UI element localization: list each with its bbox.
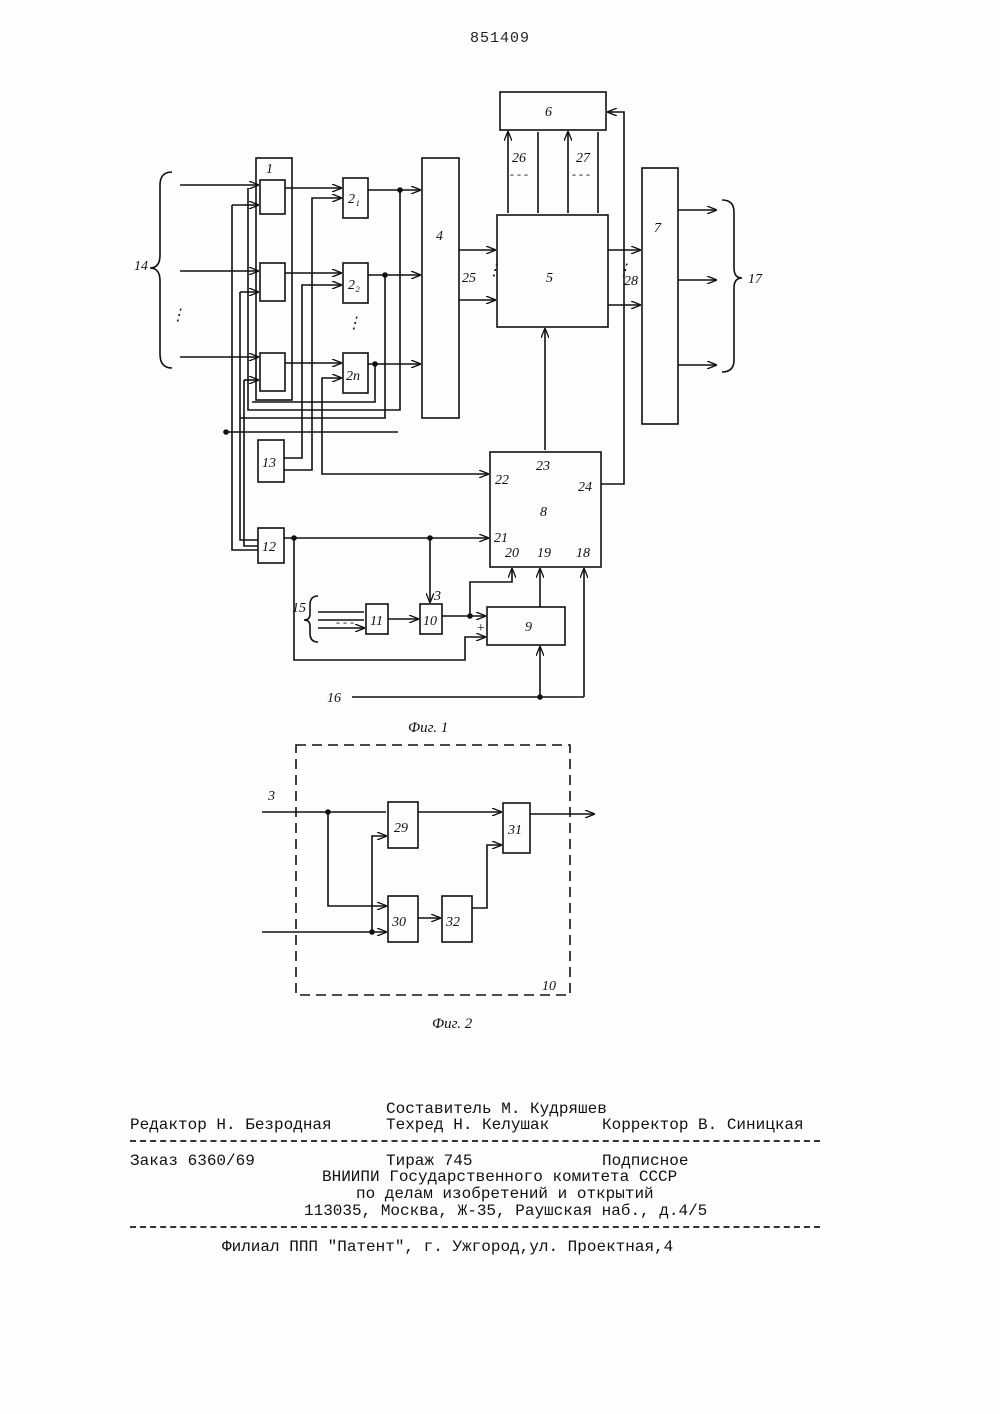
label-bus-27: 27 <box>576 151 591 166</box>
block-7 <box>642 168 678 424</box>
label-block-2-n: 2n <box>346 369 360 384</box>
label-port-23: 23 <box>536 459 550 474</box>
label-input-16: 16 <box>327 691 341 706</box>
label-port-20: 20 <box>505 546 519 561</box>
block-1-cell-2 <box>260 263 285 301</box>
divider-1 <box>130 1140 820 1142</box>
label-fig2-input-3: 3 <box>267 789 275 804</box>
label-block-2-2: 2₂ <box>348 278 360 293</box>
label-block-6: 6 <box>545 105 552 120</box>
label-block-7: 7 <box>654 221 662 236</box>
label-block-8: 8 <box>540 505 547 520</box>
label-port-24: 24 <box>578 480 592 495</box>
block-1-cell-n <box>260 353 285 391</box>
block-1-cell-1 <box>260 180 285 214</box>
label-bus-26: 26 <box>512 151 526 166</box>
label-block-30: 30 <box>391 915 406 930</box>
label-block-12: 12 <box>262 540 276 555</box>
fig2-frame-10 <box>296 745 570 995</box>
divider-2 <box>130 1226 820 1228</box>
label-block-2-1: 2₁ <box>348 192 360 207</box>
label-input-14: 14 <box>134 259 148 274</box>
imprint-techred: Техред Н. Келушак <box>386 1116 549 1134</box>
imprint-org2: по делам изобретений и открытий <box>356 1185 654 1203</box>
label-output-17: 17 <box>748 272 763 287</box>
dash-26: - - - <box>510 167 528 181</box>
ellipsis-25: ⋮ <box>486 262 502 279</box>
label-block-31: 31 <box>507 823 522 838</box>
block-6 <box>500 92 606 130</box>
block-diagram: ⋮ ⋮ ⋮ ⋮ - - - - - - - - - 1 2₁ 2₂ 2n 4 5… <box>0 0 1000 1100</box>
imprint-address: 113035, Москва, Ж-35, Раушская наб., д.4… <box>304 1202 707 1220</box>
label-port-19: 19 <box>537 546 551 561</box>
label-block-1: 1 <box>266 162 273 177</box>
label-port-18: 18 <box>576 546 590 561</box>
label-block-11: 11 <box>370 614 383 629</box>
caption-fig-2: Фиг. 2 <box>432 1016 473 1032</box>
label-block-32: 32 <box>445 915 460 930</box>
imprint-branch: Филиал ППП "Патент", г. Ужгород,ул. Прое… <box>222 1238 673 1256</box>
label-input-15: 15 <box>292 601 306 616</box>
dash-27: - - - <box>572 167 590 181</box>
label-block-5: 5 <box>546 271 553 286</box>
label-block-4: 4 <box>436 229 443 244</box>
imprint-order: Заказ 6360/69 <box>130 1152 255 1170</box>
label-block-9: 9 <box>525 620 532 635</box>
block-4 <box>422 158 459 418</box>
label-port-21: 21 <box>494 531 508 546</box>
caption-fig-1: Фиг. 1 <box>408 720 448 736</box>
label-frame-10: 10 <box>542 979 556 994</box>
imprint-corrector: Корректор В. Синицкая <box>602 1116 804 1134</box>
label-plus: + <box>476 621 485 636</box>
label-block-29: 29 <box>394 821 408 836</box>
label-bus-28: 28 <box>624 274 638 289</box>
imprint-editor: Редактор Н. Безродная <box>130 1116 332 1134</box>
label-bus-25: 25 <box>462 271 476 286</box>
ellipsis-2: ⋮ <box>346 315 362 332</box>
dash-15: - - - <box>336 615 354 629</box>
label-line-3: 3 <box>433 589 441 604</box>
imprint-org: ВНИИПИ Государственного комитета СССР <box>322 1168 677 1186</box>
label-block-10: 10 <box>423 614 437 629</box>
ellipsis-14: ⋮ <box>170 307 186 324</box>
label-port-22: 22 <box>495 473 509 488</box>
label-block-13: 13 <box>262 456 276 471</box>
